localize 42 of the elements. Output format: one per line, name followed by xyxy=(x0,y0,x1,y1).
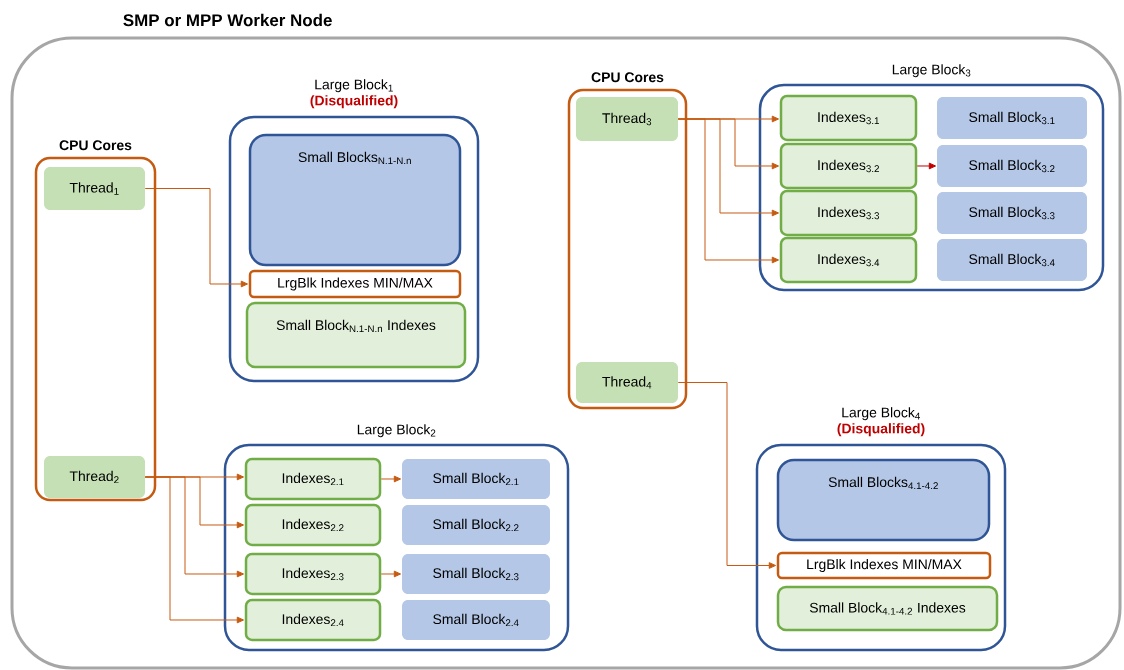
small-block-box: Small Block$_{2.4}$ xyxy=(402,600,550,640)
small-block-box: Small Block$_{2.3}$ xyxy=(402,554,550,594)
indexes-box: Indexes$_{2.4}$ xyxy=(244,598,382,642)
indexes-box: Indexes$_{3.4}$ xyxy=(779,236,918,284)
node-label: Large Block$_{2}$ xyxy=(357,424,436,438)
indexes-box: Indexes$_{3.2}$ xyxy=(779,142,918,190)
small-block-box: Small Block$_{3.4}$ xyxy=(937,239,1087,281)
indexes-box: Indexes$_{2.2}$ xyxy=(244,503,382,547)
indexes-box: Indexes$_{2.1}$ xyxy=(244,457,382,501)
index-range-box: LrgBlk Indexes MIN/MAX xyxy=(776,551,992,580)
indexes-box: Small Block$_{N.1-N.n}$ Indexes xyxy=(245,301,467,369)
thread-box: Thread$_{3}$ xyxy=(576,97,678,141)
arrow xyxy=(144,188,248,288)
thread-box: Thread$_{2}$ xyxy=(44,456,145,498)
node-label: (Disqualified) xyxy=(837,423,925,437)
arrow xyxy=(380,475,402,483)
arrow xyxy=(144,476,244,624)
arrow xyxy=(677,382,776,569)
small-blocks-box: Small Blocks$_{4.1-4.2}$ xyxy=(776,458,991,542)
indexes-box: Indexes$_{2.3}$ xyxy=(244,552,382,596)
arrow xyxy=(677,118,779,264)
node-label: CPU Cores xyxy=(591,72,664,83)
indexes-box: Indexes$_{3.1}$ xyxy=(779,94,918,142)
indexes-box: Small Block$_{4.1-4.2}$ Indexes xyxy=(776,585,999,632)
small-block-box: Small Block$_{2.1}$ xyxy=(402,459,550,499)
small-block-box: Small Block$_{2.2}$ xyxy=(402,505,550,545)
small-block-box: Small Block$_{3.3}$ xyxy=(937,192,1087,234)
node-label: SMP or MPP Worker Node xyxy=(123,13,332,27)
node-label: (Disqualified) xyxy=(310,95,398,109)
small-block-box: Small Block$_{3.1}$ xyxy=(937,97,1087,139)
index-range-box: LrgBlk Indexes MIN/MAX xyxy=(248,269,462,299)
small-blocks-box: Small Blocks$_{N.1-N.n}$ xyxy=(248,133,462,267)
node-label: Large Block$_{4}$ xyxy=(842,407,921,421)
indexes-box: Indexes$_{3.3}$ xyxy=(779,189,918,237)
node-label: Large Block$_{1}$ xyxy=(315,79,393,93)
small-block-box: Small Block$_{3.2}$ xyxy=(937,145,1087,187)
node-label: Large Block$_{3}$ xyxy=(892,64,971,78)
arrow xyxy=(916,162,937,170)
node-label: CPU Cores xyxy=(59,140,132,151)
thread-box: Thread$_{1}$ xyxy=(44,167,145,210)
arrow xyxy=(380,570,402,578)
thread-box: Thread$_{4}$ xyxy=(576,362,678,403)
